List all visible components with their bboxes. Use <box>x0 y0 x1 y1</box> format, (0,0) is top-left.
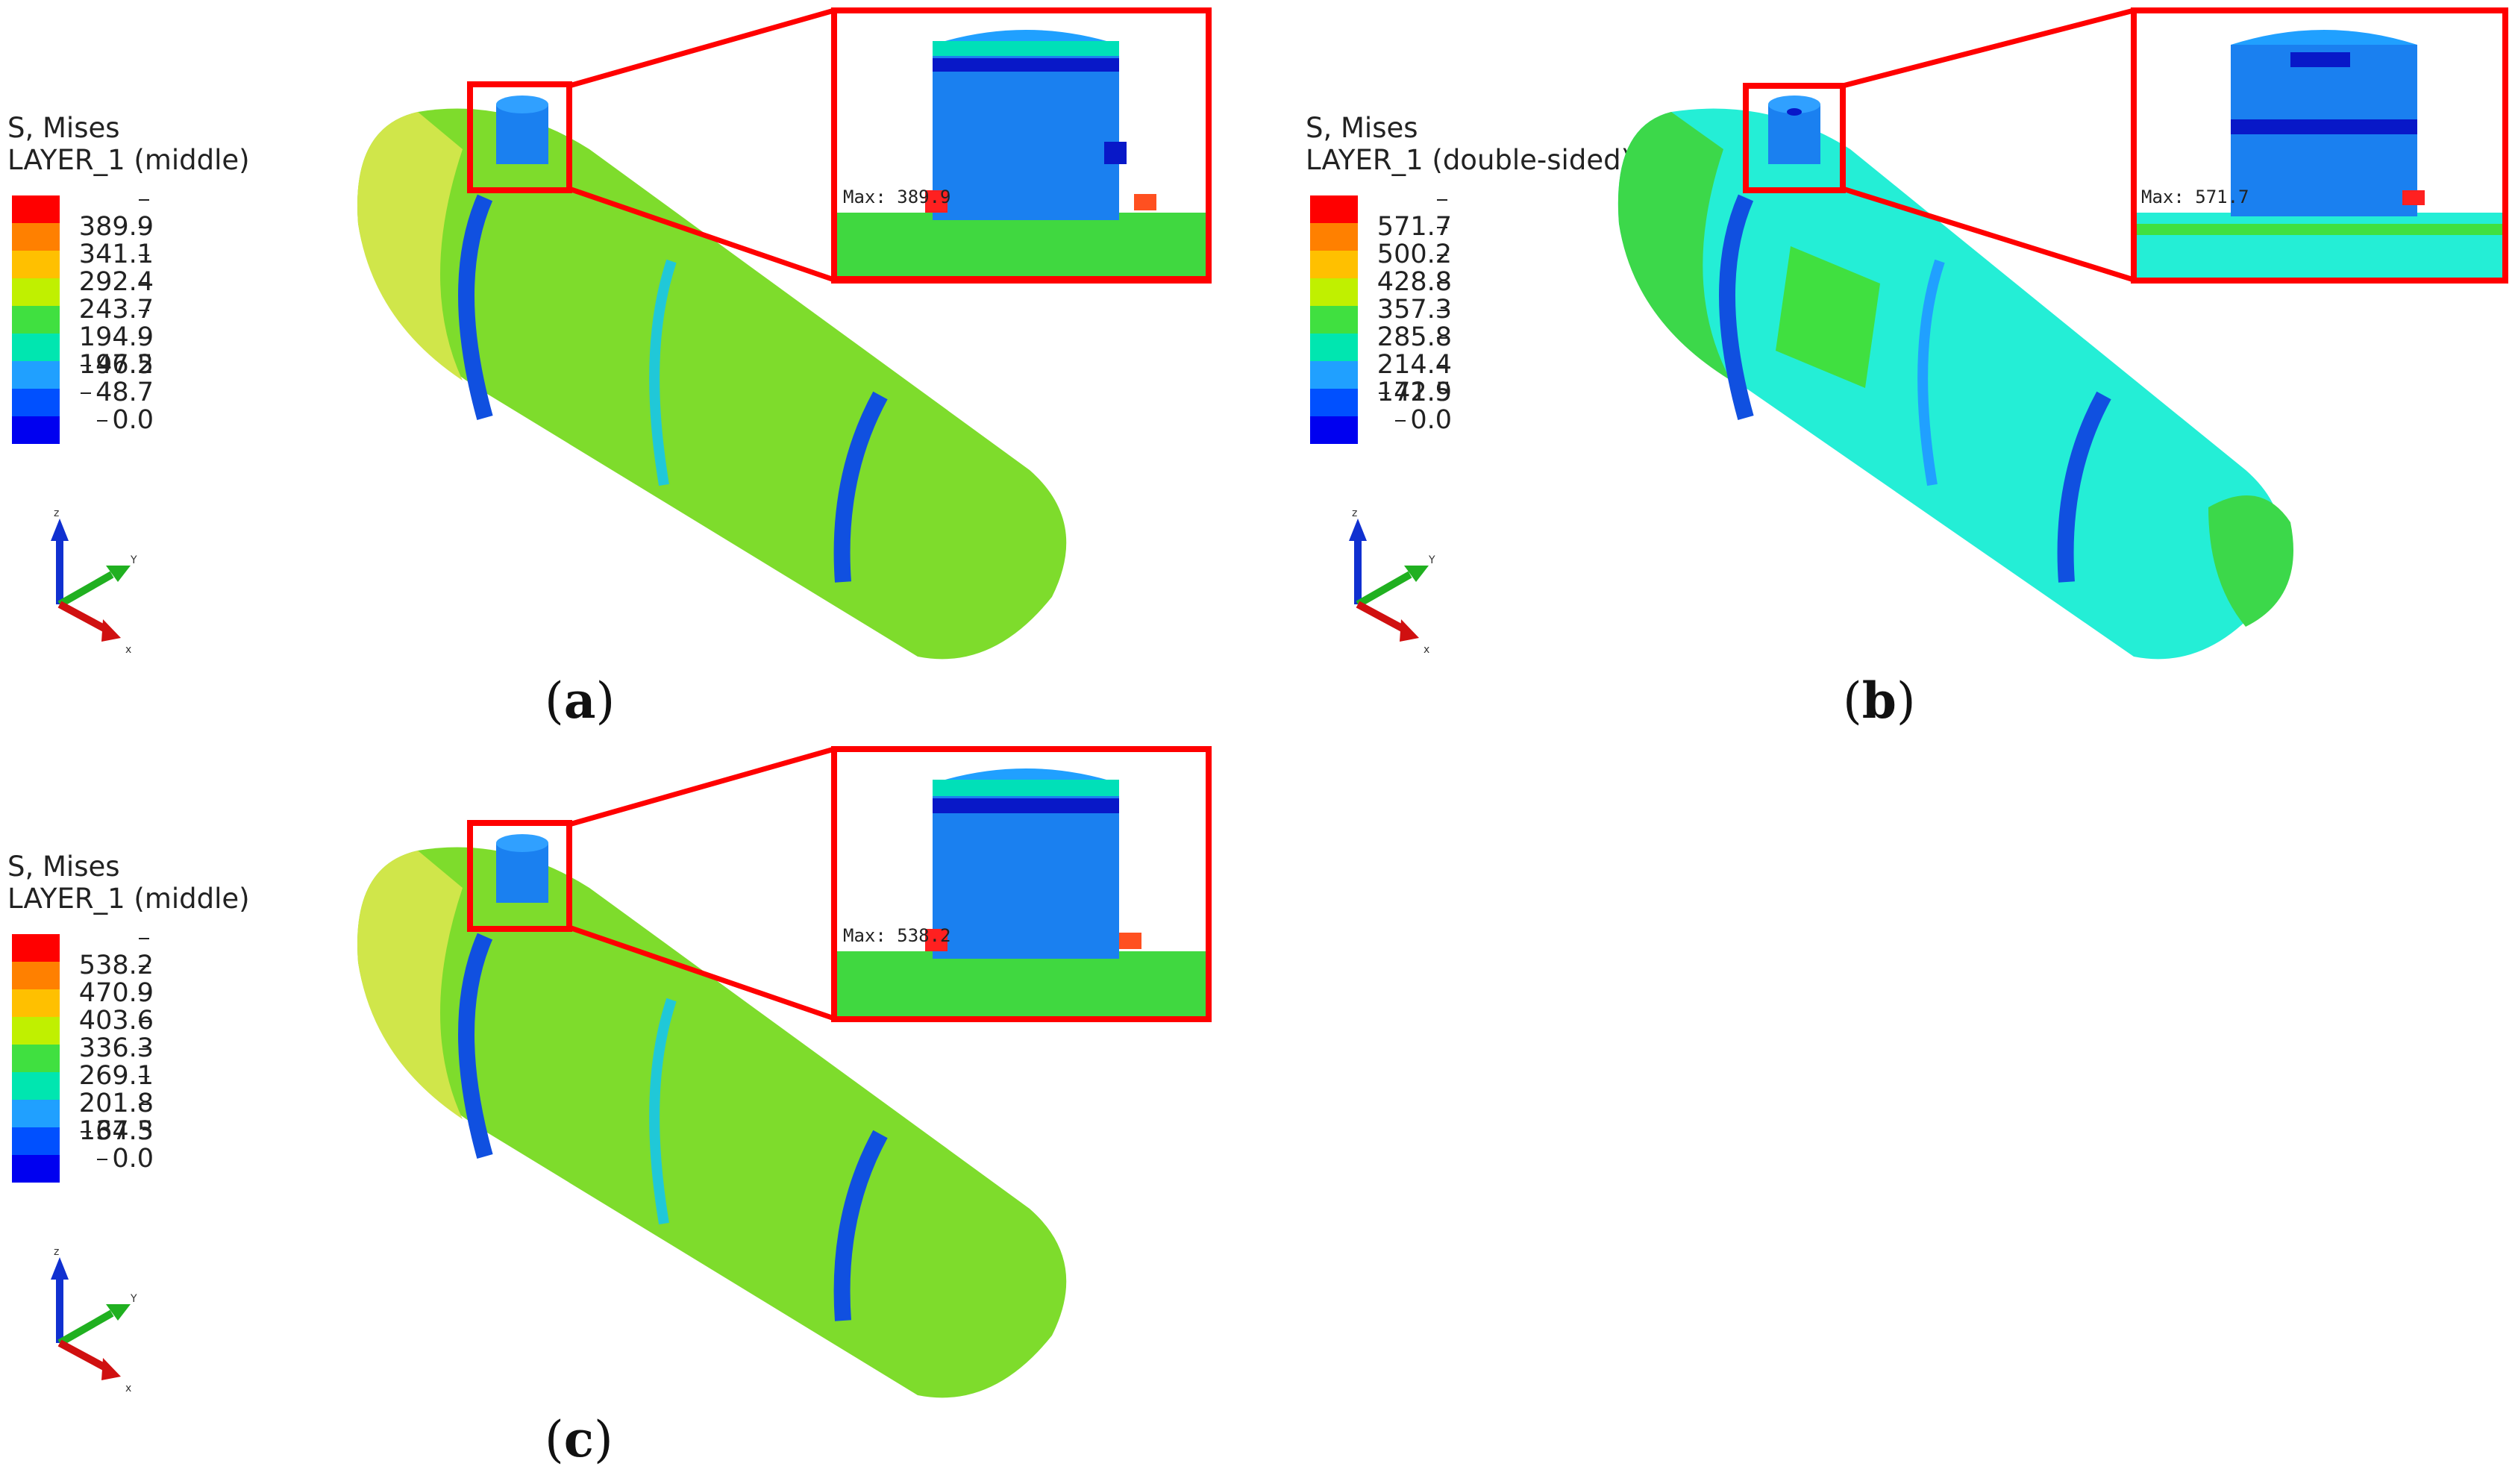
color-scale <box>1310 195 1358 444</box>
zoom-inset: Max: 571.7 <box>2134 10 2505 281</box>
stress-legend: S, Mises LAYER_1 (double-sided) 571.7 50… <box>1306 112 1632 444</box>
panel-c: S, Mises LAYER_1 (middle) 538.2 470.9 40… <box>0 739 1257 1481</box>
color-scale <box>12 195 60 444</box>
tick: 71.5 <box>1364 379 1452 407</box>
tick: 48.7 <box>66 379 154 407</box>
color-scale <box>12 934 60 1183</box>
stress-legend: S, Mises LAYER_1 (middle) 389.9 341.1 29… <box>7 112 250 444</box>
axis-triad-icon: z Y x <box>51 507 137 656</box>
max-label: Max: 571.7 <box>2141 187 2249 207</box>
tank-model: Max: 538.2 <box>357 746 1212 1398</box>
axis-x-label: x <box>125 644 131 656</box>
zoom-inset: Max: 538.2 <box>834 749 1209 1019</box>
tick: 0.0 <box>1364 407 1452 434</box>
tank-model: Max: 389.9 <box>357 7 1212 660</box>
tick: 97.5 <box>66 351 154 379</box>
axis-triad-icon: z Y x <box>1349 507 1435 656</box>
axis-y-label: Y <box>1428 554 1435 566</box>
scale-ticks: 571.7 500.2 428.8 357.3 285.8 214.4 142.… <box>1364 186 1452 434</box>
caption-a: (a) <box>545 671 616 730</box>
zoom-inset: Max: 389.9 <box>834 10 1209 281</box>
max-label: Max: 538.2 <box>843 925 951 946</box>
panel-b: S, Mises LAYER_1 (double-sided) 571.7 50… <box>1298 0 2515 742</box>
legend-title: S, Mises <box>1306 112 1418 144</box>
caption-b: (b) <box>1843 671 1916 730</box>
axis-y-label: Y <box>130 1293 137 1305</box>
axis-triad-icon: z Y x <box>51 1246 137 1394</box>
axis-x-label: x <box>125 1383 131 1394</box>
legend-subtitle: LAYER_1 (double-sided) <box>1306 144 1632 176</box>
legend-title: S, Mises <box>7 851 120 883</box>
caption-c: (c) <box>545 1410 613 1468</box>
legend-title: S, Mises <box>7 112 120 144</box>
tick: 67.3 <box>66 1118 154 1145</box>
max-label: Max: 389.9 <box>843 187 951 207</box>
axis-z-label: z <box>1352 507 1357 519</box>
tank-model: Max: 571.7 <box>1617 7 2508 660</box>
scale-ticks: 538.2 470.9 403.6 336.3 269.1 201.8 134.… <box>66 924 154 1173</box>
legend-subtitle: LAYER_1 (middle) <box>7 883 250 915</box>
legend-subtitle: LAYER_1 (middle) <box>7 144 250 176</box>
tick: 0.0 <box>66 1145 154 1173</box>
stress-legend: S, Mises LAYER_1 (middle) 538.2 470.9 40… <box>7 851 250 1183</box>
axis-z-label: z <box>54 507 59 519</box>
scale-ticks: 389.9 341.1 292.4 243.7 194.9 146.2 97.5… <box>66 186 154 434</box>
axis-x-label: x <box>1424 644 1429 656</box>
tick: 0.0 <box>66 407 154 434</box>
axis-z-label: z <box>54 1246 59 1258</box>
panel-a: S, Mises LAYER_1 (middle) 389.9 341.1 29… <box>0 0 1257 742</box>
axis-y-label: Y <box>130 554 137 566</box>
